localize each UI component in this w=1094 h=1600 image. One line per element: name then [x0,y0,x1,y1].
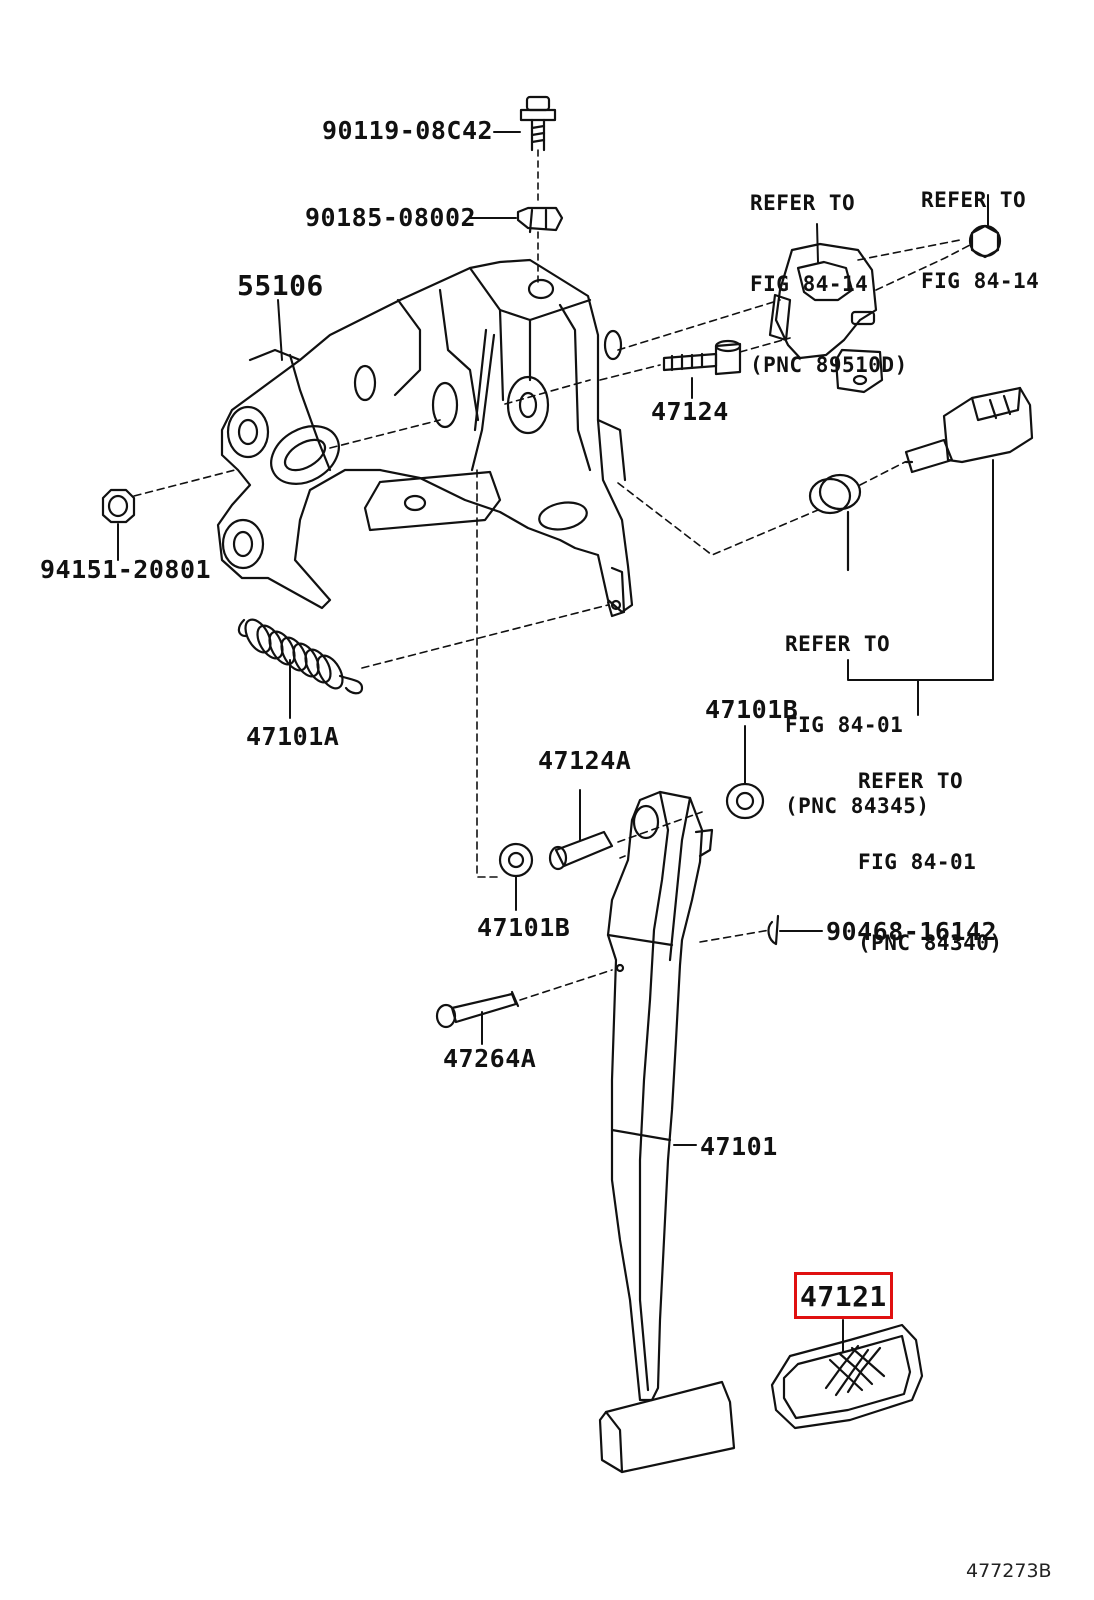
pin-47264a-icon [435,990,520,1045]
ref-line: REFER TO [785,632,891,656]
part-label-47101: 47101 [700,1132,778,1161]
clip-90468-icon [767,914,823,946]
part-label-47264a: 47264A [443,1044,537,1073]
refer-block-84345: REFER TO FIG 84-01 (PNC 84345) [785,577,930,874]
ref-line: FIG 84-14 [750,272,869,296]
highlight-box-47121 [794,1272,893,1319]
part-label-90119: 90119-08C42 [322,116,494,145]
stop-lamp-sensor-89510d [768,223,884,394]
part-label-47101a: 47101A [246,722,340,751]
ref-line: (PNC 84345) [785,794,930,818]
refer-block-fig84-14: REFER TO FIG 84-14 [921,133,1039,349]
ref-line: FIG 84-14 [921,269,1040,293]
part-label-47124a: 47124A [538,746,632,775]
ref-line: FIG 84-01 [858,850,977,874]
nut-94151-icon [101,488,136,524]
ref-line: REFER TO [921,188,1027,212]
ref-line: (PNC 89510D) [750,353,908,377]
refer-block-84340: REFER TO FIG 84-01 (PNC 84340) [858,714,1003,1011]
bushing-47101b-lower-icon [498,842,534,911]
pedal-pad-47121 [770,1319,924,1430]
grommet-84345-icon [808,473,862,572]
collar-47124a-icon [548,789,614,871]
part-label-47121[interactable]: 47121 [800,1280,887,1313]
pedal-bracket-55106 [216,258,634,618]
bolt-47124-icon [662,339,742,376]
part-label-47101b-low: 47101B [477,913,571,942]
ref-line: FIG 84-01 [785,713,904,737]
return-spring-47101a [237,618,364,719]
brake-pedal-arm-47101 [598,790,736,1474]
part-label-94151: 94151-20801 [40,555,212,584]
part-label-90185: 90185-08002 [305,203,477,232]
part-label-47101b-top: 47101B [705,695,799,724]
bolt-90119-icon [519,95,557,152]
part-label-90468: 90468-16142 [826,917,998,946]
ref-line: REFER TO [858,769,964,793]
nut-top-right-icon [968,194,1002,259]
figure-number: 477273B [966,1560,1052,1582]
ref-line: (PNC 84340) [858,931,1003,955]
clip-90185-icon [516,206,564,234]
ref-line: REFER TO [750,191,856,215]
part-label-47124: 47124 [651,397,729,426]
part-label-55106: 55106 [237,269,324,302]
bushing-47101b-upper-icon [725,725,765,820]
stop-lamp-switch-84340 [904,386,1034,474]
refer-block-89510d: REFER TO FIG 84-14 (PNC 89510D) [750,136,908,433]
